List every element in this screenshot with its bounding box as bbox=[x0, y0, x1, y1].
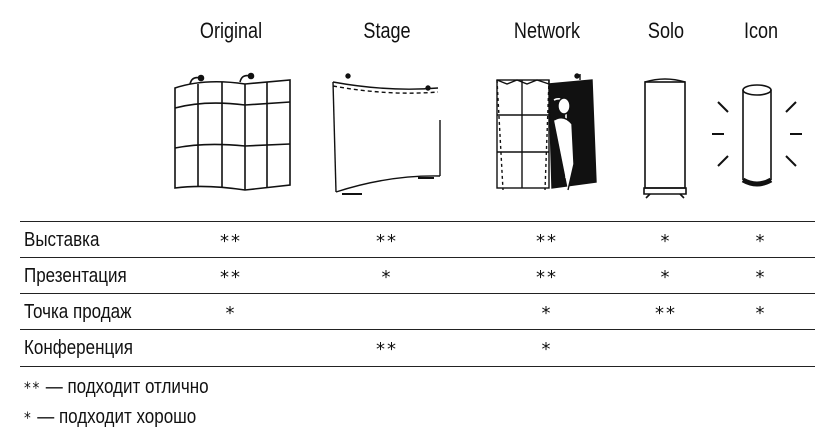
table-rule-top bbox=[20, 221, 815, 222]
rating-cell: ** bbox=[536, 267, 558, 288]
rating-cell: * bbox=[381, 267, 393, 288]
rating-cell: ** bbox=[220, 231, 242, 252]
legend-good: * — подходит хорошо bbox=[24, 406, 196, 429]
legend-symbol: ** bbox=[24, 378, 41, 397]
column-title-stage: Stage bbox=[363, 18, 411, 43]
row-label-exhibition: Выставка bbox=[24, 229, 100, 251]
rating-cell: * bbox=[755, 267, 767, 288]
legend-symbol: * bbox=[24, 408, 33, 427]
rating-cell: * bbox=[660, 267, 672, 288]
rating-cell: ** bbox=[536, 231, 558, 252]
stage-display-icon bbox=[328, 70, 448, 200]
legend-text: — подходит хорошо bbox=[37, 406, 197, 428]
row-label-conference: Конференция bbox=[24, 337, 133, 359]
rating-cell: * bbox=[755, 303, 767, 324]
table-rule-bottom bbox=[20, 366, 815, 367]
rating-cell: * bbox=[541, 339, 553, 360]
column-title-network: Network bbox=[513, 18, 581, 43]
rating-cell: ** bbox=[376, 231, 398, 252]
table-rule-1 bbox=[20, 257, 815, 258]
network-display-icon bbox=[492, 70, 612, 195]
rating-cell: ** bbox=[376, 339, 398, 360]
legend-excellent: ** — подходит отлично bbox=[24, 376, 209, 399]
column-title-original: Original bbox=[199, 18, 263, 43]
rating-cell: * bbox=[660, 231, 672, 252]
table-rule-3 bbox=[20, 329, 815, 330]
rating-cell: ** bbox=[655, 303, 677, 324]
table-rule-2 bbox=[20, 293, 815, 294]
row-label-presentation: Презентация bbox=[24, 265, 127, 287]
solo-display-icon bbox=[640, 70, 690, 200]
column-title-icon: Icon bbox=[743, 18, 779, 43]
legend-text: — подходит отлично bbox=[45, 376, 209, 398]
row-label-point-of-sale: Точка продаж bbox=[24, 301, 132, 323]
rating-cell: ** bbox=[220, 267, 242, 288]
rating-cell: * bbox=[541, 303, 553, 324]
original-display-icon bbox=[170, 70, 295, 195]
icon-display-icon bbox=[712, 70, 802, 195]
rating-cell: * bbox=[225, 303, 237, 324]
column-title-solo: Solo bbox=[647, 18, 685, 43]
rating-cell: * bbox=[755, 231, 767, 252]
